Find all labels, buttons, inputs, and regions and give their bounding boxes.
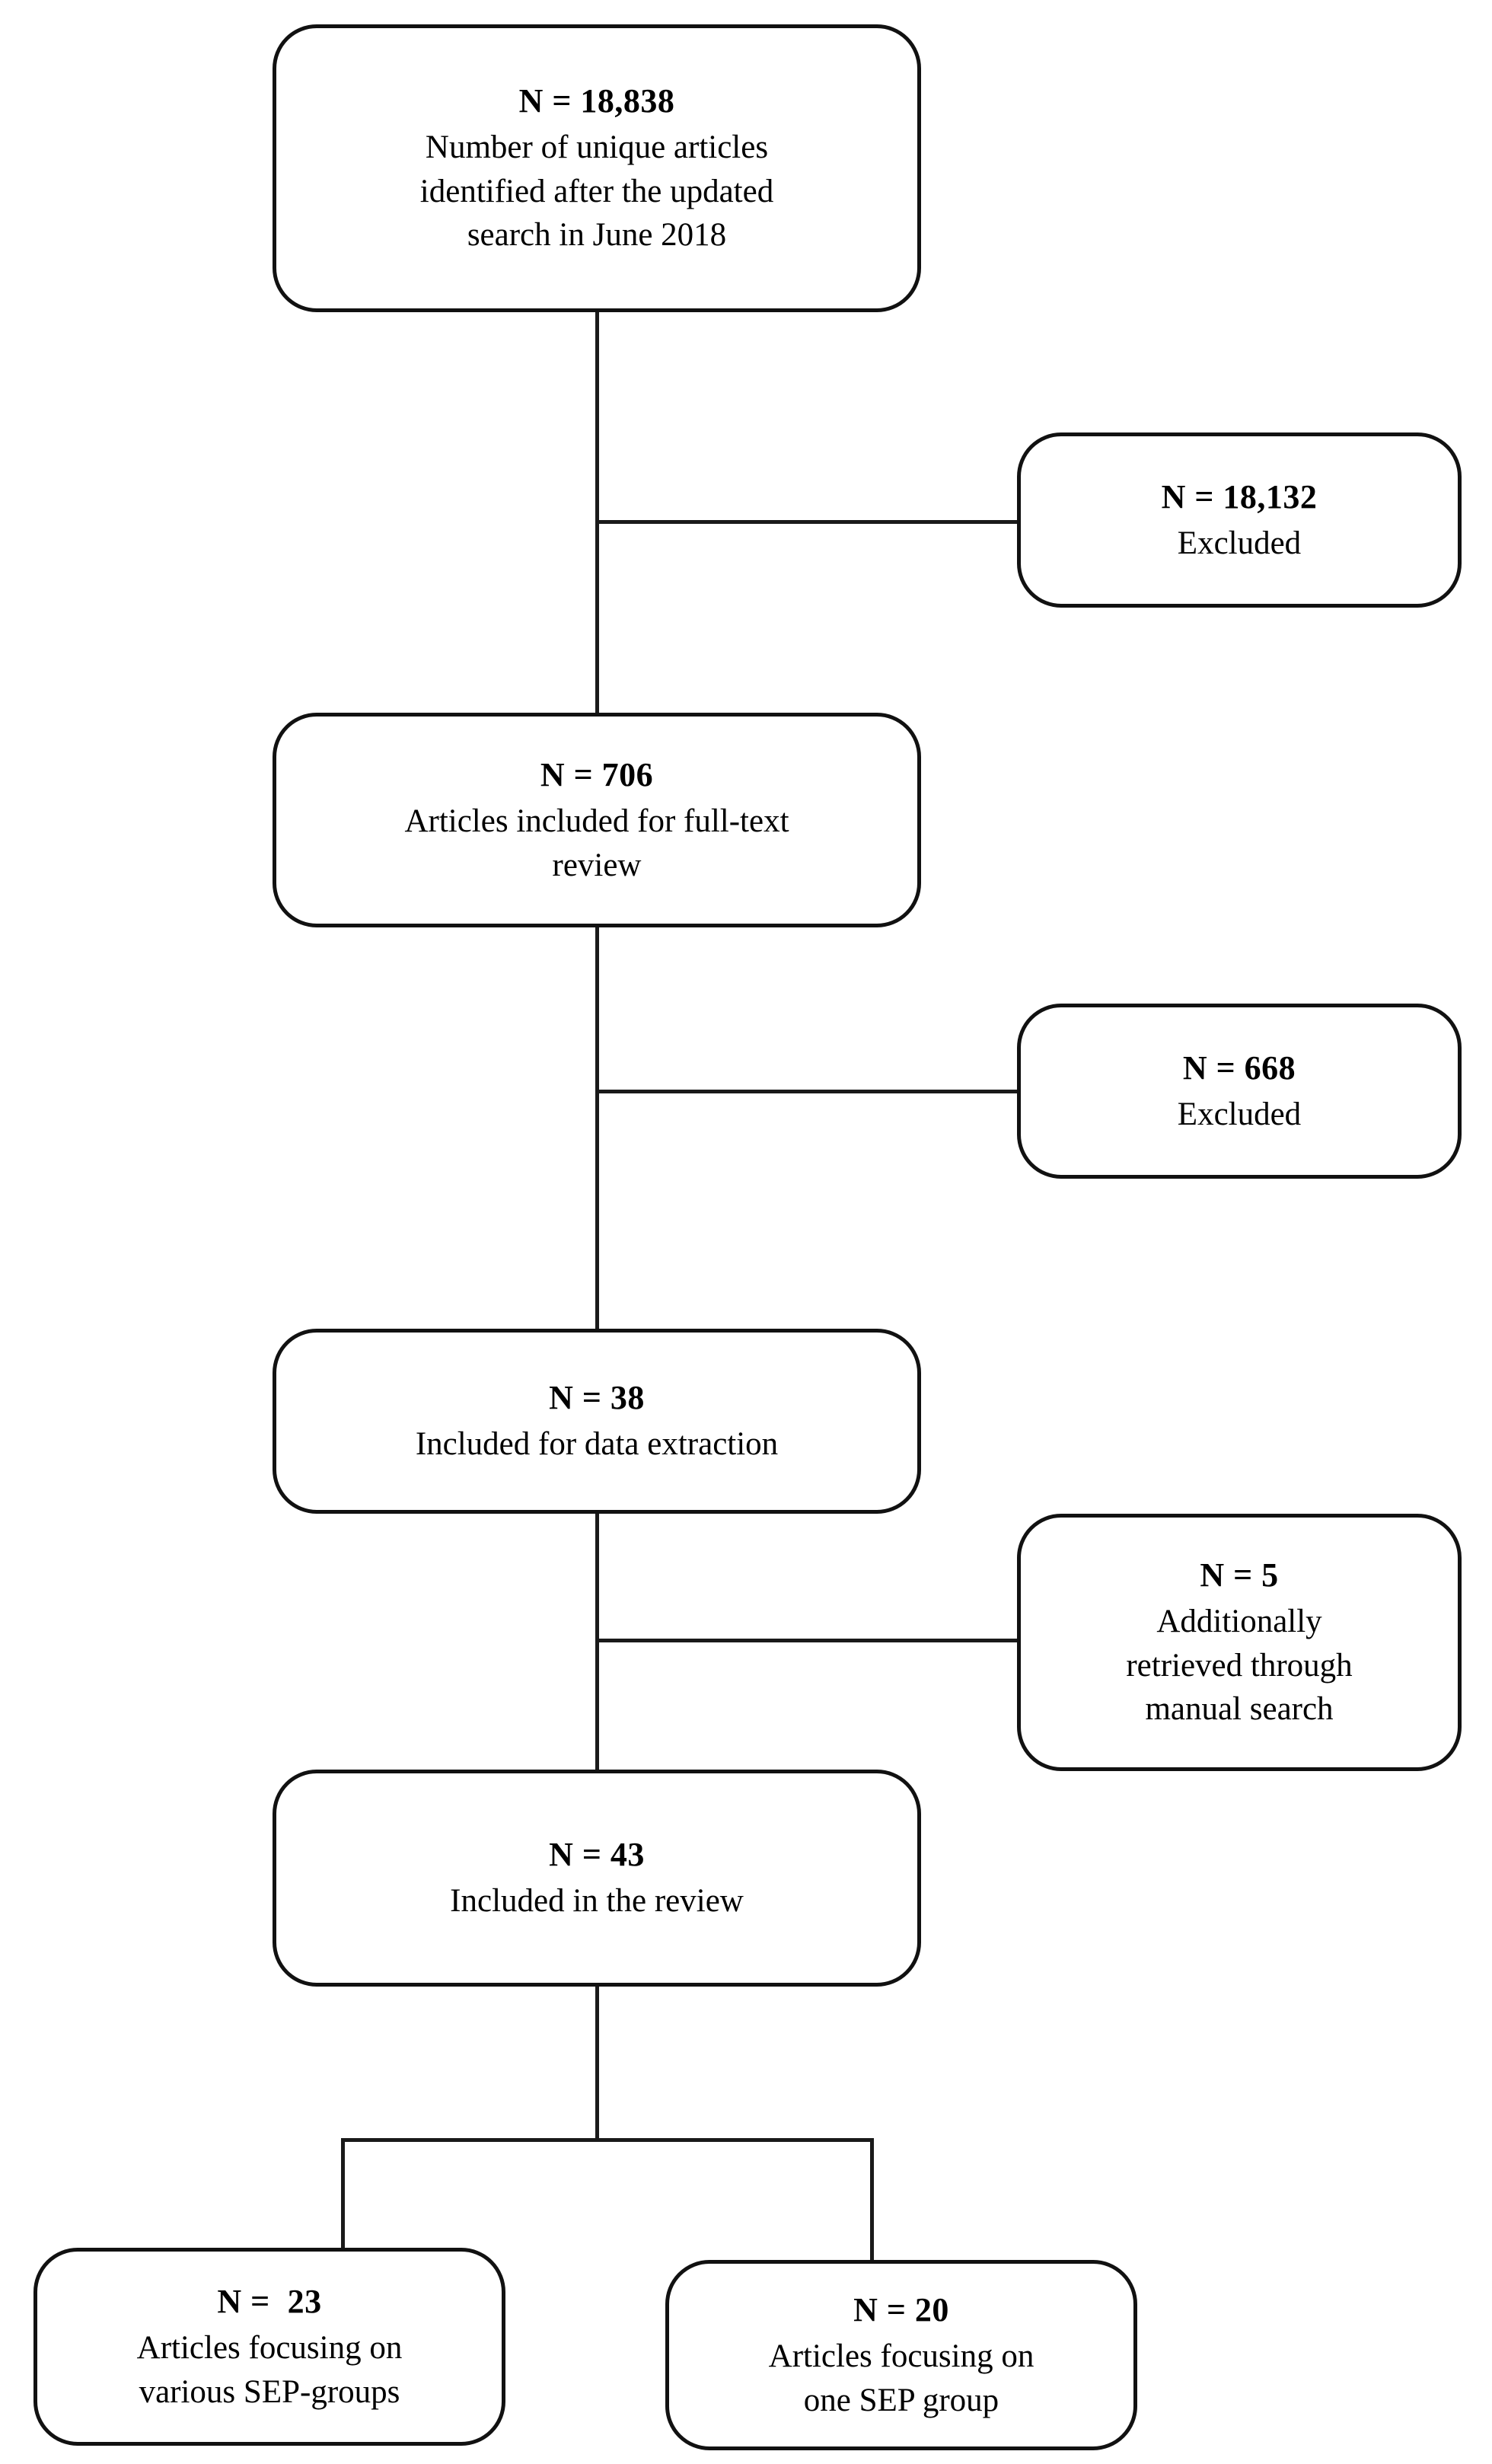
node-identified-count: N = 18,838 [518,81,675,120]
connector-branch-excluded-first [595,520,1020,524]
node-various-sep-groups: N = 23 Articles focusing on various SEP-… [33,2248,505,2446]
connector-identified-to-fulltext [595,310,599,717]
node-manual-search-label-line1: Additionally [1156,1604,1322,1640]
node-excluded-second-count: N = 668 [1182,1048,1296,1087]
node-fulltext-review-label-line1: Articles included for full-text [404,803,789,839]
node-fulltext-review: N = 706 Articles included for full-text … [273,713,921,927]
connector-fulltext-to-extraction [595,925,599,1332]
node-excluded-first: N = 18,132 Excluded [1017,432,1462,608]
node-included-in-review: N = 43 Included in the review [273,1770,921,1987]
node-data-extraction-count: N = 38 [549,1379,645,1417]
node-identified-label-line3: search in June 2018 [467,217,727,254]
node-excluded-first-label: Excluded [1178,522,1301,566]
connector-branch-excluded-second [595,1090,1020,1093]
node-various-sep-groups-label-line2: various SEP-groups [139,2373,400,2410]
node-fulltext-review-count: N = 706 [540,755,654,793]
node-fulltext-review-label: Articles included for full-text review [404,800,789,887]
node-manual-search-label-line2: retrieved through [1126,1647,1353,1684]
node-one-sep-group-count: N = 20 [853,2290,949,2328]
connector-branch-manual-search [595,1639,1020,1642]
node-manual-search-count: N = 5 [1200,1556,1279,1594]
node-included-in-review-label: Included in the review [450,1879,744,1923]
node-manual-search: N = 5 Additionally retrieved through man… [1017,1514,1462,1771]
connector-fork-bar [341,2138,874,2142]
node-excluded-first-count: N = 18,132 [1161,477,1318,515]
node-various-sep-groups-label-line1: Articles focusing on [136,2329,403,2366]
node-identified: N = 18,838 Number of unique articles ide… [273,24,921,312]
node-one-sep-group-label-line1: Articles focusing on [768,2338,1035,2374]
connector-fork-right-drop [870,2138,874,2261]
node-data-extraction-label: Included for data extraction [416,1422,778,1467]
node-excluded-second-label-line1: Excluded [1177,1096,1302,1132]
node-one-sep-group-label-line2: one SEP group [803,2382,999,2418]
node-identified-label: Number of unique articles identified aft… [420,126,773,257]
node-data-extraction: N = 38 Included for data extraction [273,1329,921,1514]
node-manual-search-label-line3: manual search [1145,1691,1334,1728]
node-data-extraction-label-line1: Included for data extraction [415,1426,779,1463]
node-excluded-second-label: Excluded [1178,1093,1301,1137]
connector-fork-left-drop [341,2138,345,2249]
node-included-in-review-count: N = 43 [549,1836,645,1874]
node-identified-label-line1: Number of unique articles [425,129,769,166]
connector-extraction-to-review [595,1511,599,1773]
node-included-in-review-label-line1: Included in the review [450,1883,744,1920]
connector-review-to-fork [595,1984,599,2142]
node-one-sep-group-label: Articles focusing on one SEP group [769,2335,1035,2422]
node-manual-search-label: Additionally retrieved through manual se… [1126,1600,1352,1732]
node-fulltext-review-label-line2: review [552,847,642,883]
node-excluded-second: N = 668 Excluded [1017,1004,1462,1179]
node-various-sep-groups-label: Articles focusing on various SEP-groups [137,2326,403,2414]
node-identified-label-line2: identified after the updated [419,173,774,209]
node-various-sep-groups-count: N = 23 [217,2282,322,2320]
node-one-sep-group: N = 20 Articles focusing on one SEP grou… [665,2260,1137,2450]
node-excluded-first-label-line1: Excluded [1177,525,1302,561]
